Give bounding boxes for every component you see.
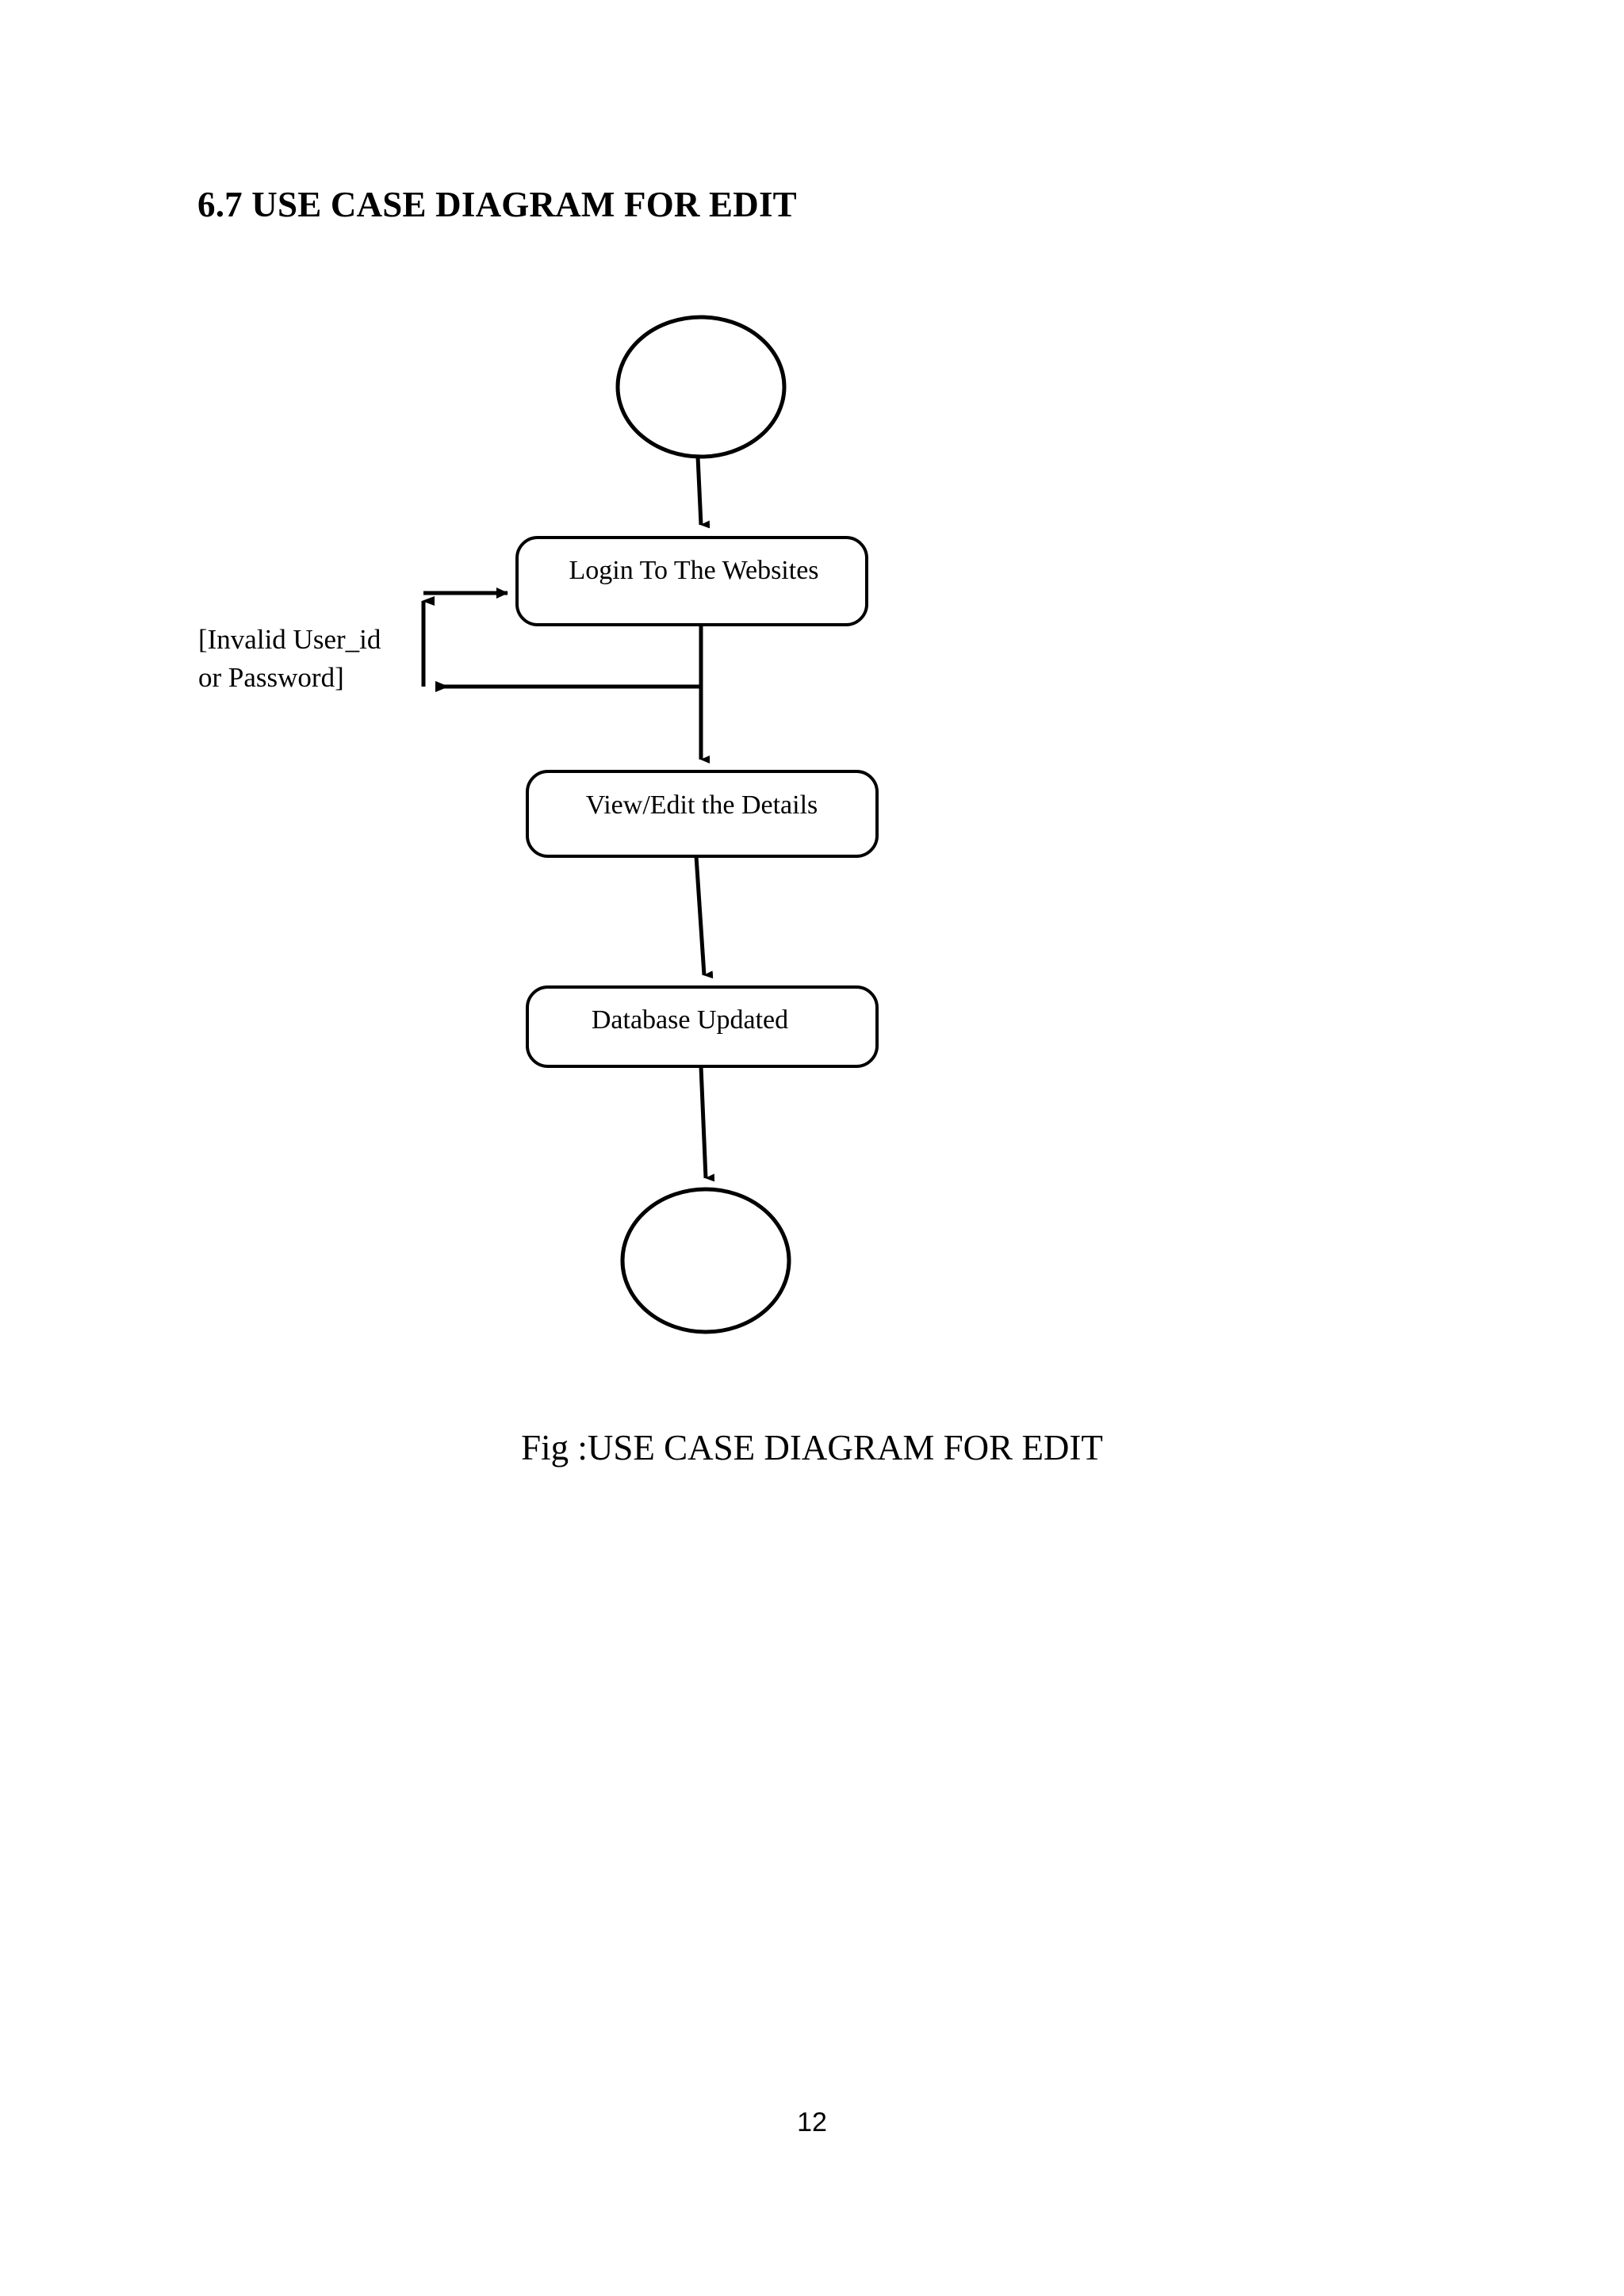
node-view-edit-label: View/Edit the Details (586, 790, 818, 820)
node-view-edit (526, 770, 879, 858)
edge-start-to-login (695, 456, 710, 529)
start-node (615, 315, 787, 459)
page-title: 6.7 USE CASE DIAGRAM FOR EDIT (197, 185, 797, 224)
diagram-canvas: Login To The Websites [Invalid User_id o… (198, 315, 879, 1334)
node-database-updated-label: Database Updated (592, 1005, 788, 1035)
guard-label-line2: or Password] (198, 662, 344, 693)
use-case-diagram: Login To The Websites [Invalid User_id o… (198, 315, 879, 1334)
edge-viewedit-to-dbupdated (694, 855, 714, 979)
edge-dbupdated-to-end (699, 1066, 715, 1182)
figure-caption: Fig :USE CASE DIAGRAM FOR EDIT (521, 1428, 1103, 1468)
page-number: 12 (797, 2107, 827, 2137)
end-node (620, 1187, 791, 1334)
guard-label-line1: [Invalid User_id (198, 624, 381, 655)
node-login (515, 536, 868, 626)
node-login-label: Login To The Websites (569, 556, 818, 585)
